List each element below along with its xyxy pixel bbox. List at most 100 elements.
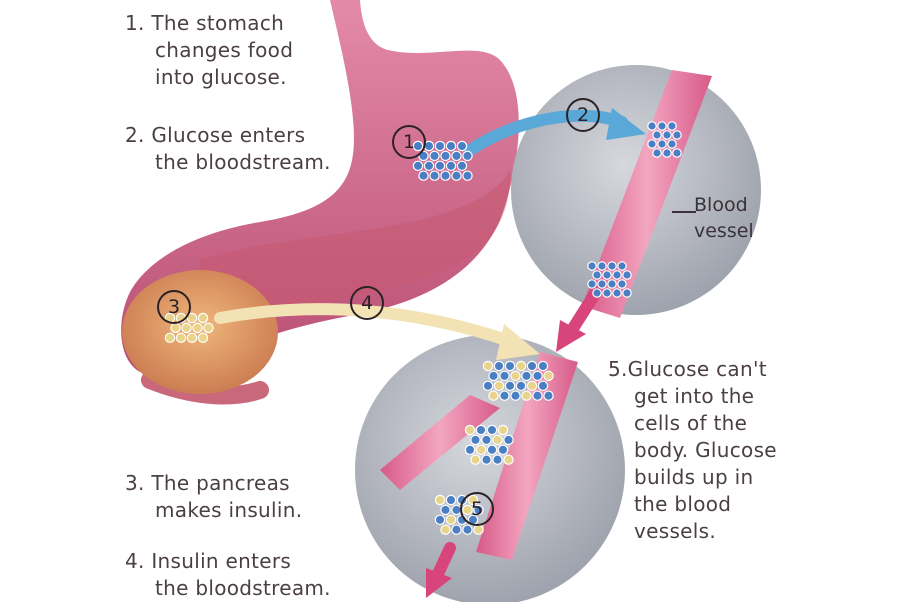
insulin-dot xyxy=(175,332,187,344)
glucose-dot xyxy=(445,514,457,526)
glucose-dot xyxy=(429,170,440,181)
glucose-dot xyxy=(470,434,481,446)
glucose-dot xyxy=(499,390,510,401)
glucose-dot xyxy=(418,170,429,181)
insulin-dot xyxy=(164,332,176,344)
glucose-dot xyxy=(456,160,468,172)
glucose-dot xyxy=(456,140,468,152)
glucose-dot xyxy=(451,524,462,535)
glucose-dot xyxy=(592,270,602,280)
glucose-dot xyxy=(607,279,617,289)
glucose-dot xyxy=(499,370,510,382)
glucose-dot xyxy=(462,150,473,162)
glucose-dot xyxy=(647,139,657,149)
glucose-dot xyxy=(451,150,462,162)
glucose-dot xyxy=(592,288,602,298)
glucose-dot xyxy=(488,370,499,382)
glucose-dot xyxy=(602,288,612,298)
glucose-dot xyxy=(510,370,521,382)
step-marker-5: 5 xyxy=(460,492,494,526)
caption-line: into glucose. xyxy=(155,65,287,89)
insulin-dot xyxy=(197,312,209,324)
glucose-dot xyxy=(597,261,607,271)
glucose-dot xyxy=(434,160,446,172)
glucose-dot xyxy=(612,288,622,298)
step-marker-3: 3 xyxy=(157,290,191,324)
caption-line: cells of the xyxy=(634,411,748,435)
arrow-vessel-down-top xyxy=(556,286,602,352)
glucose-dot xyxy=(667,139,677,149)
glucose-dot xyxy=(537,360,549,372)
glucose-dot xyxy=(617,261,627,271)
glucose-dot xyxy=(497,444,509,456)
caption-step-4: 4. Insulin enters the bloodstream. xyxy=(125,548,331,602)
glucose-dot xyxy=(486,444,498,456)
glucose-dot xyxy=(657,121,667,131)
glucose-dot xyxy=(412,160,424,172)
glucose-dot xyxy=(504,380,516,392)
caption-line: the bloodstream. xyxy=(155,150,331,174)
caption-line: 1. The stomach xyxy=(125,11,285,35)
glucose-dot xyxy=(434,494,446,506)
glucose-dot xyxy=(473,524,484,535)
glucose-dot xyxy=(486,424,498,436)
caption-line: builds up in xyxy=(634,465,754,489)
glucose-dot xyxy=(532,370,543,382)
arrow-glucose-to-vessel xyxy=(464,108,646,156)
insulin-dot xyxy=(170,322,181,334)
glucose-dot xyxy=(440,504,451,516)
glucose-dot xyxy=(607,261,617,271)
glucose-dot xyxy=(481,434,492,446)
glucose-dot xyxy=(423,160,435,172)
glucose-dot xyxy=(526,380,538,392)
glucose-dot xyxy=(657,139,667,149)
blood-vessel-pointer xyxy=(672,211,696,213)
glucose-dot xyxy=(510,390,521,401)
glucose-dot xyxy=(521,370,532,382)
step-marker-4: 4 xyxy=(350,286,384,320)
bottom-magnified-circle xyxy=(355,335,625,602)
glucose-dot xyxy=(647,121,657,131)
glucose-dot xyxy=(587,261,597,271)
glucose-dot xyxy=(464,444,476,456)
caption-line: get into the xyxy=(634,384,755,408)
caption-step-2: 2. Glucose enters the bloodstream. xyxy=(125,122,331,176)
glucose-dot xyxy=(504,360,516,372)
insulin-dot xyxy=(186,332,198,344)
step-marker-1: 1 xyxy=(392,125,426,159)
glucose-dot xyxy=(622,270,632,280)
glucose-dot xyxy=(488,390,499,401)
glucose-dot xyxy=(672,148,682,158)
glucose-dot xyxy=(493,360,505,372)
insulin-dot xyxy=(192,322,203,334)
glucose-dot xyxy=(602,270,612,280)
glucose-dot xyxy=(521,390,532,401)
glucose-dot xyxy=(622,288,632,298)
glucose-dot xyxy=(543,390,554,401)
glucose-dot xyxy=(497,424,509,436)
caption-line: body. Glucose xyxy=(634,438,777,462)
glucose-dot xyxy=(672,130,682,140)
glucose-dot xyxy=(492,434,503,446)
caption-line: makes insulin. xyxy=(155,498,303,522)
glucose-dot xyxy=(445,494,457,506)
glucose-dot xyxy=(492,454,503,465)
glucose-dot xyxy=(434,514,446,526)
blood-vessel-label: Blood vessel xyxy=(694,192,754,244)
glucose-dot xyxy=(532,390,543,401)
glucose-dot xyxy=(667,121,677,131)
glucose-dot xyxy=(475,444,487,456)
glucose-dot xyxy=(543,370,554,382)
caption-step-1: 1. The stomach changes food into glucose… xyxy=(125,10,293,91)
glucose-dot xyxy=(470,454,481,465)
glucose-dot xyxy=(440,524,451,535)
caption-line: 3. The pancreas xyxy=(125,471,290,495)
glucose-dot xyxy=(462,170,473,181)
caption-line: 5.Glucose can't xyxy=(608,357,767,381)
vessel-label-line: vessel xyxy=(694,220,754,242)
caption-step-5: 5.Glucose can't get into the cells of th… xyxy=(608,356,777,545)
glucose-dot xyxy=(503,454,514,465)
glucose-dot xyxy=(462,524,473,535)
